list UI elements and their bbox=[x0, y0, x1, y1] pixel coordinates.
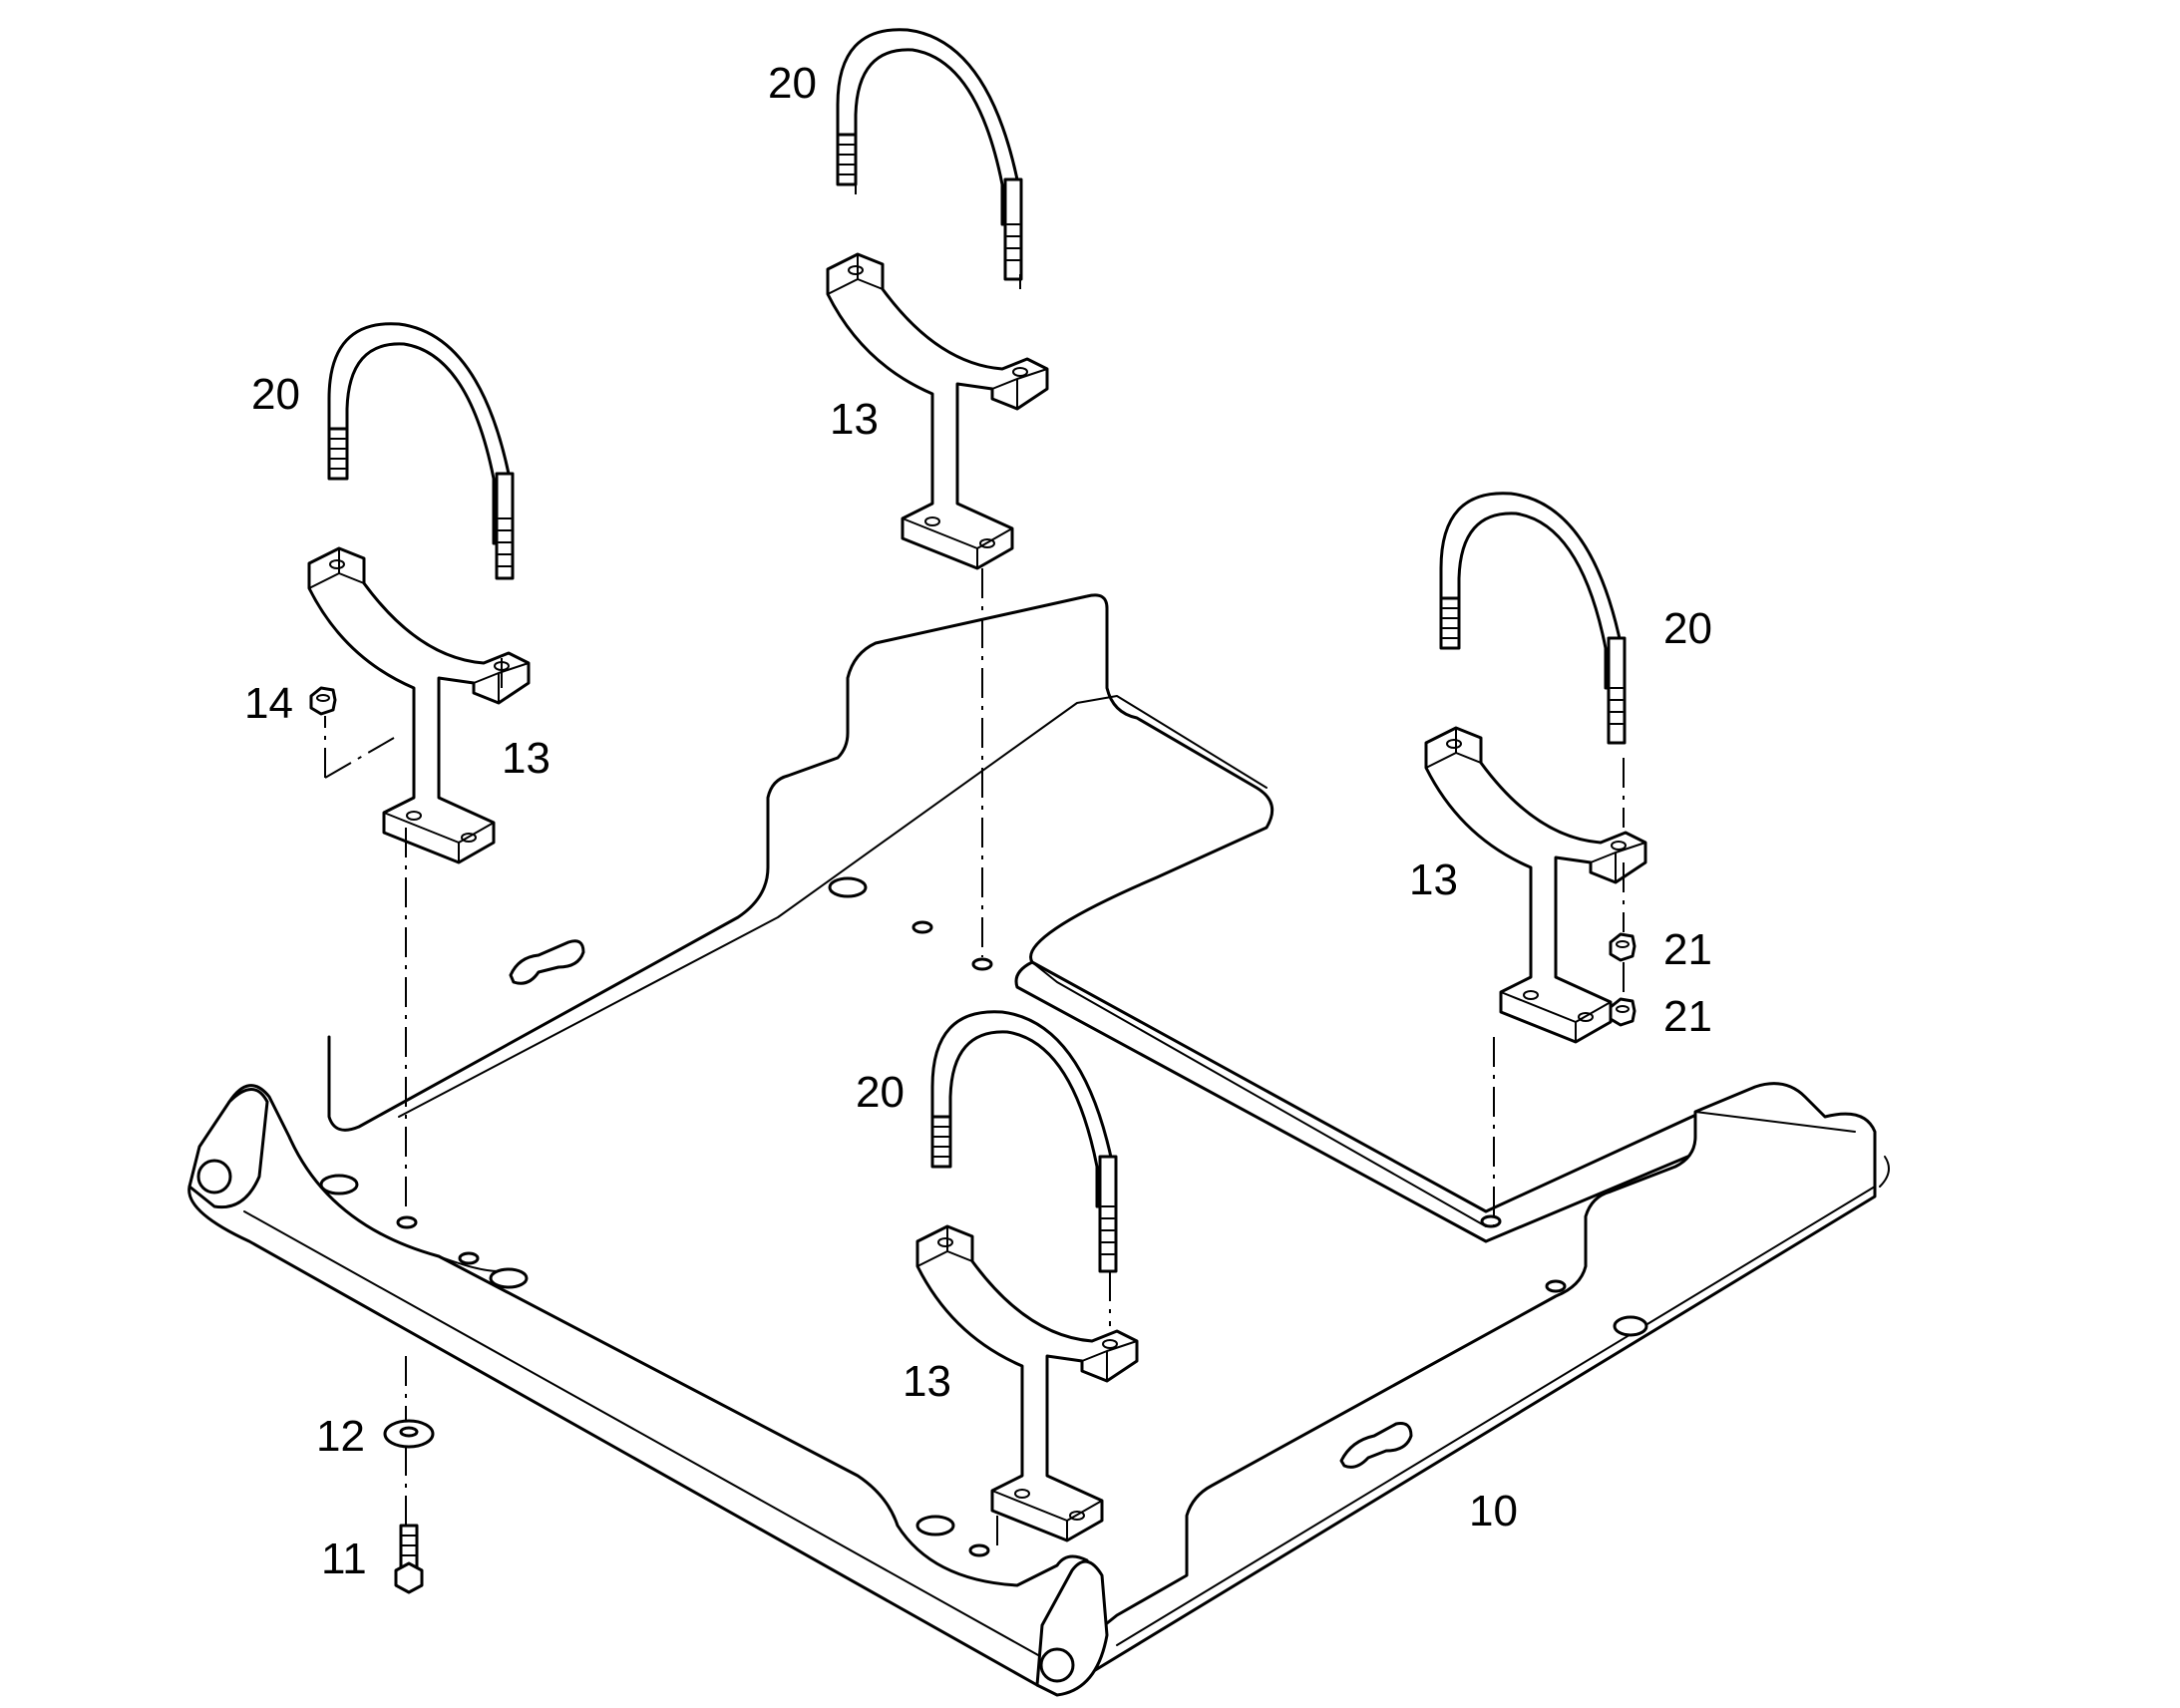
washer bbox=[383, 1419, 435, 1449]
label-nut-right-upper: 21 bbox=[1663, 925, 1712, 974]
base-plate-keyhole-right bbox=[1339, 1422, 1413, 1469]
bracket-bottom bbox=[915, 1224, 1139, 1542]
base-plate-left-rail bbox=[187, 1084, 1105, 1688]
label-bolt: 11 bbox=[321, 1535, 367, 1583]
label-bracket-right: 13 bbox=[1409, 855, 1458, 904]
label-nut-right-lower: 21 bbox=[1663, 992, 1712, 1041]
u-bolt-bottom bbox=[930, 1010, 1118, 1273]
u-bolt-top bbox=[836, 28, 1023, 281]
label-washer: 12 bbox=[316, 1412, 365, 1461]
base-plate-right-rail bbox=[1085, 1082, 1877, 1677]
bracket-top bbox=[826, 252, 1049, 570]
base-plate-keyhole-left bbox=[509, 939, 585, 985]
base-plate-back-wall bbox=[327, 593, 1737, 1243]
bracket-left bbox=[307, 546, 531, 864]
callout-labels: 20 20 13 20 14 13 13 21 21 20 13 12 10 1… bbox=[244, 59, 1712, 1583]
base-plate-floor bbox=[398, 695, 1487, 1227]
bracket-right bbox=[1424, 726, 1647, 1044]
nut-right-upper bbox=[1609, 932, 1636, 962]
base-plate bbox=[187, 593, 1890, 1697]
label-bracket-left: 13 bbox=[502, 734, 550, 783]
u-bolt-left bbox=[327, 322, 515, 580]
nut-left bbox=[309, 686, 337, 716]
label-plate: 10 bbox=[1469, 1487, 1518, 1536]
alignment-lines bbox=[324, 165, 1625, 1545]
label-nut-left: 14 bbox=[244, 679, 293, 728]
label-bracket-bottom: 13 bbox=[903, 1357, 951, 1406]
label-u-bolt-bottom: 20 bbox=[856, 1068, 905, 1117]
u-bolt-right bbox=[1439, 492, 1627, 745]
bolt bbox=[394, 1524, 424, 1594]
label-bracket-top: 13 bbox=[830, 395, 879, 444]
label-u-bolt-right: 20 bbox=[1663, 604, 1712, 653]
label-u-bolt-top: 20 bbox=[768, 59, 817, 108]
nut-right-lower bbox=[1609, 997, 1636, 1027]
label-u-bolt-left: 20 bbox=[251, 370, 300, 419]
